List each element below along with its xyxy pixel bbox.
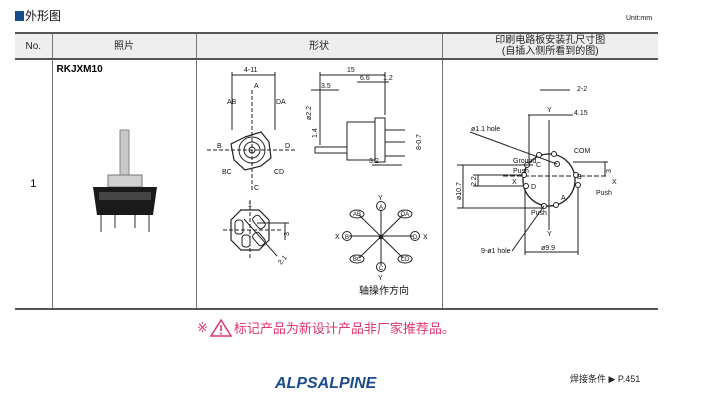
pcb-hole-layout bbox=[456, 89, 608, 255]
side-d5-label: 1.4 bbox=[312, 128, 319, 138]
soldering-conditions-link[interactable]: 焊接条件 ▶ P.451 bbox=[570, 374, 641, 384]
section-title: 外形图 bbox=[15, 7, 61, 24]
pcb-a-label: A bbox=[561, 195, 566, 202]
side-pins-label: 8-0.7 bbox=[416, 134, 423, 150]
pcb-y-top: Y bbox=[547, 107, 552, 114]
dir-y-top: Y bbox=[378, 195, 383, 202]
header-shape: 形状 bbox=[195, 32, 442, 60]
header-pcb-line2: (自插入侧所看到的图) bbox=[501, 46, 599, 57]
pcb-dia-10-7-label: ø10.7 bbox=[456, 182, 463, 200]
notice: ※ 标记产品为新设计产品非厂家推荐品。 bbox=[197, 318, 455, 337]
pcb-cell: 2-2 4.15 ø1.1 hole COM Ground Push Push … bbox=[441, 59, 658, 310]
pcb-com-label: COM bbox=[574, 148, 591, 155]
pcb-hole-1-1-label: ø1.1 hole bbox=[471, 126, 500, 133]
pcb-2-2b-label: 2.2 bbox=[471, 176, 478, 186]
header-pcb: 印刷电路板安装孔尺寸图(自插入侧所看到的图) bbox=[441, 32, 658, 60]
dir-label-d: D bbox=[412, 235, 417, 241]
row-number: 1 bbox=[15, 59, 52, 310]
pcb-x-left: X bbox=[512, 179, 517, 186]
pcb-push-bottom-label: Push bbox=[531, 210, 547, 217]
bottom-d3-label: 2.1 bbox=[277, 254, 289, 266]
photo-cell: RKJXM10 bbox=[51, 59, 196, 310]
pcb-push-left-label: Push bbox=[513, 168, 529, 175]
front-label-d: D bbox=[285, 143, 290, 150]
front-label-ab: AB bbox=[227, 99, 237, 106]
dir-label-cd: CD bbox=[400, 257, 409, 263]
dir-label-da: DA bbox=[400, 212, 408, 218]
product-photo bbox=[92, 129, 157, 232]
pcb-y-bottom: Y bbox=[547, 231, 552, 238]
header-no: No. bbox=[15, 32, 52, 60]
front-label-a: A bbox=[254, 83, 259, 90]
dir-y-bottom: Y bbox=[378, 275, 383, 282]
dir-x-right: X bbox=[423, 234, 428, 241]
pcb-x-right: X bbox=[612, 179, 617, 186]
direction-title: 轴操作方向 bbox=[359, 284, 409, 297]
front-label-da: DA bbox=[276, 99, 286, 106]
unit-label: Unit:mm bbox=[626, 15, 653, 22]
alpsalpine-logo: ALPSALPINE bbox=[275, 375, 377, 392]
pcb-c-label: C bbox=[536, 162, 541, 169]
pcb-push-right-label: Push bbox=[596, 190, 612, 197]
front-label-cd: CD bbox=[274, 169, 284, 176]
bottom-d1-label: 1 bbox=[248, 202, 252, 209]
side-d2-label: 6.6 bbox=[360, 75, 370, 82]
pcb-4-15-label: 4.15 bbox=[574, 110, 588, 117]
front-width-label: 4-11 bbox=[244, 67, 258, 74]
pcb-drawing: 2-2 4.15 ø1.1 hole COM Ground Push Push … bbox=[456, 86, 617, 255]
model-name: RKJXM10 bbox=[56, 64, 103, 75]
dir-label-a: A bbox=[378, 205, 382, 211]
front-label-c: C bbox=[254, 185, 259, 192]
section-title-text: 外形图 bbox=[25, 9, 62, 23]
front-label-b: B bbox=[217, 143, 222, 150]
direction-diagram bbox=[341, 201, 420, 272]
dir-label-bc: BC bbox=[352, 257, 361, 263]
note-mark: ※ bbox=[197, 319, 208, 335]
side-shaft-dia-label: ø2.2 bbox=[306, 106, 313, 120]
note-text: 标记产品为新设计产品非厂家推荐品。 bbox=[233, 321, 455, 336]
side-d3-label: 1.2 bbox=[383, 75, 393, 82]
bottom-view bbox=[222, 200, 289, 260]
section-marker bbox=[15, 10, 24, 21]
header-pcb-line1: 印刷电路板安装孔尺寸图 bbox=[495, 35, 606, 46]
front-view bbox=[206, 72, 297, 190]
pcb-b-label: B bbox=[577, 174, 582, 181]
dir-label-b: B bbox=[344, 235, 348, 241]
side-d4-label: 3.2 bbox=[369, 158, 379, 165]
pcb-d-label: D bbox=[531, 184, 536, 191]
dir-label-c: C bbox=[378, 266, 383, 272]
side-d1-label: 3.5 bbox=[321, 83, 331, 90]
pcb-dia-9-9-label: ø9.9 bbox=[541, 245, 555, 252]
front-label-bc: BC bbox=[222, 169, 232, 176]
table-row: 1 RKJXM10 bbox=[15, 59, 658, 310]
pcb-3-label: 3 bbox=[606, 169, 613, 173]
side-length-label: 15 bbox=[347, 67, 355, 74]
dimension-table: No. 照片 形状 印刷电路板安装孔尺寸图(自插入侧所看到的图) 1 RKJXM… bbox=[15, 32, 658, 310]
pcb-2-2-label: 2-2 bbox=[577, 86, 587, 93]
pcb-ground-label: Ground bbox=[513, 158, 536, 165]
pcb-hole-9-label: 9-ø1 hole bbox=[481, 248, 511, 255]
shape-drawing: 4-11 A B C D AB BC CD DA bbox=[206, 67, 428, 297]
shape-cell: 4-11 A B C D AB BC CD DA bbox=[195, 59, 442, 310]
bottom-d2-label: 3 bbox=[284, 232, 291, 236]
side-view bbox=[310, 72, 405, 166]
dir-label-ab: AB bbox=[352, 212, 360, 218]
table-header: No. 照片 形状 印刷电路板安装孔尺寸图(自插入侧所看到的图) bbox=[15, 32, 658, 60]
dir-x-left: X bbox=[335, 234, 340, 241]
header-photo: 照片 bbox=[51, 32, 196, 60]
warning-icon bbox=[209, 318, 232, 337]
